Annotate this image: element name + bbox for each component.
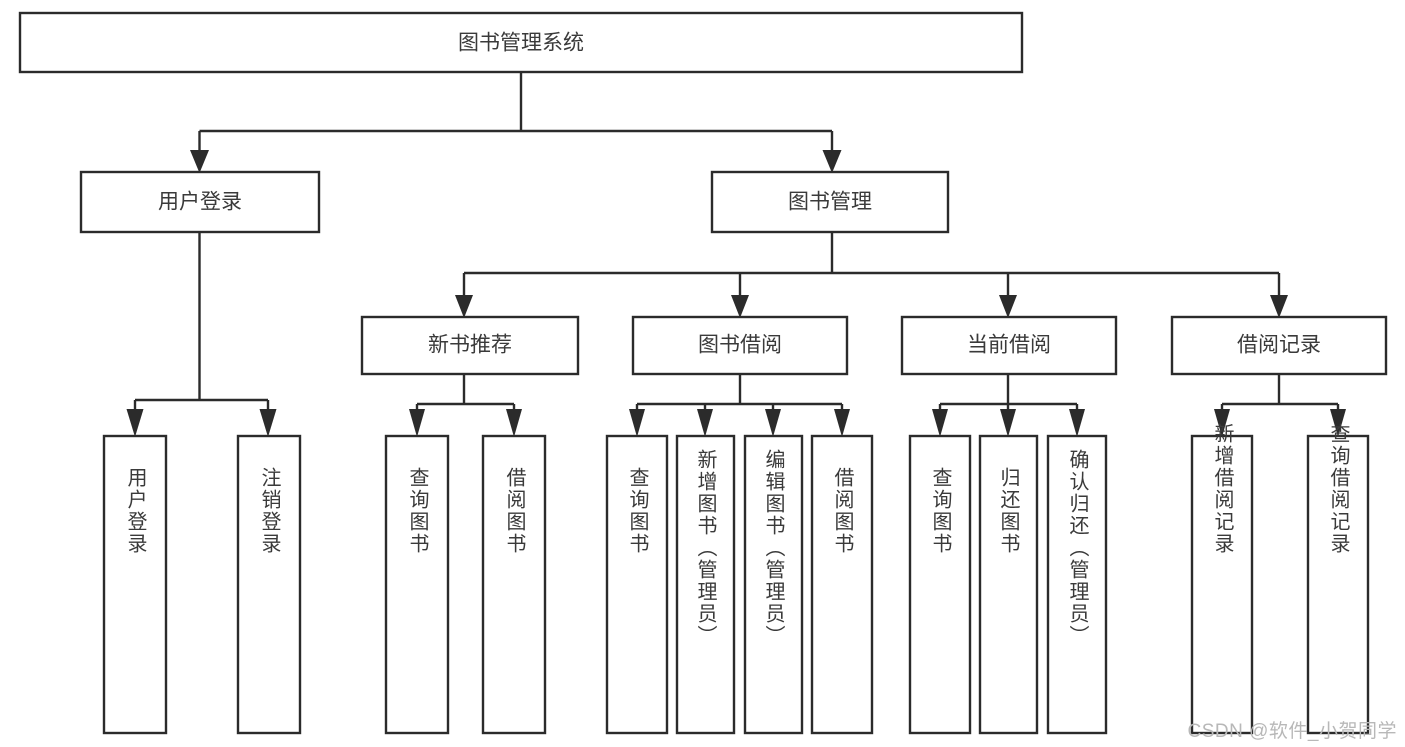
arrowhead-to-borrow (731, 295, 749, 318)
node-leaf-return-book-box[interactable] (978, 434, 1039, 735)
node-borrow-box[interactable] (631, 315, 849, 376)
node-leaf-edit-book-label: 编辑图书（管理员） (762, 449, 785, 647)
arrowhead-leaf-query-record (1330, 409, 1346, 437)
node-leaf-return-book-label: 归还图书 (997, 467, 1020, 555)
node-leaf-query-book-1[interactable]: 查询图书 (384, 434, 450, 735)
node-leaf-query-record-box[interactable] (1306, 434, 1370, 735)
node-leaf-borrow-book-2[interactable]: 借阅图书 (810, 434, 874, 735)
node-leaf-edit-book[interactable]: 编辑图书（管理员） (743, 434, 804, 735)
node-leaf-add-book-label: 新增图书（管理员） (694, 449, 717, 647)
arrowhead-to-login (190, 150, 209, 173)
node-bookmgmt[interactable]: 图书管理 (710, 170, 950, 234)
node-leaf-query-record[interactable]: 查询借阅记录 (1306, 423, 1370, 735)
arrowhead-leaf-edit-book (765, 409, 781, 437)
node-current-label: 当前借阅 (967, 334, 1051, 357)
arrowhead-to-bookmgmt (822, 150, 842, 173)
node-bookmgmt-box[interactable] (710, 170, 950, 234)
node-newbook-label: 新书推荐 (428, 334, 512, 357)
node-login-label: 用户登录 (158, 191, 242, 214)
node-leaf-add-book-box[interactable] (675, 434, 736, 735)
node-leaf-user-login-label: 用户登录 (124, 467, 147, 555)
node-leaf-logout-label: 注销登录 (258, 467, 281, 555)
arrowhead-leaf-logout (259, 409, 277, 437)
node-leaf-borrow-book-1-box[interactable] (481, 434, 547, 735)
node-leaf-borrow-book-2-label: 借阅图书 (831, 467, 854, 555)
node-leaf-confirm-return[interactable]: 确认归还（管理员） (1046, 434, 1108, 735)
arrowhead-to-current (999, 295, 1017, 318)
arrowhead-to-records (1270, 295, 1288, 318)
node-leaf-borrow-book-1-label: 借阅图书 (503, 467, 526, 555)
node-records-label: 借阅记录 (1237, 334, 1321, 357)
node-leaf-edit-book-box[interactable] (743, 434, 804, 735)
node-newbook-box[interactable] (360, 315, 580, 376)
node-leaf-add-record-box[interactable] (1190, 434, 1254, 735)
arrowhead-leaf-add-book (697, 409, 713, 437)
node-records[interactable]: 借阅记录 (1170, 315, 1388, 376)
node-login-box[interactable] (79, 170, 321, 234)
node-leaf-query-book-1-box[interactable] (384, 434, 450, 735)
arrowhead-leaf-add-record (1214, 409, 1230, 437)
node-leaf-query-book-1-label: 查询图书 (406, 467, 429, 555)
node-leaf-logout[interactable]: 注销登录 (236, 434, 302, 735)
arrowhead-layer (126, 150, 1346, 437)
node-leaf-query-book-3-label: 查询图书 (929, 467, 952, 555)
node-leaf-borrow-book-1[interactable]: 借阅图书 (481, 434, 547, 735)
node-borrow-label: 图书借阅 (698, 334, 782, 357)
node-root-label: 图书管理系统 (458, 32, 584, 55)
arrowhead-leaf-query-book-3 (932, 409, 948, 437)
node-leaf-logout-box[interactable] (236, 434, 302, 735)
node-leaf-query-book-2[interactable]: 查询图书 (605, 434, 669, 735)
node-leaf-confirm-return-label: 确认归还（管理员） (1066, 449, 1089, 647)
node-leaf-add-record[interactable]: 新增借阅记录 (1190, 423, 1254, 735)
node-newbook[interactable]: 新书推荐 (360, 315, 580, 376)
node-records-box[interactable] (1170, 315, 1388, 376)
node-leaf-query-record-label: 查询借阅记录 (1327, 423, 1350, 555)
node-leaf-query-book-2-box[interactable] (605, 434, 669, 735)
node-login[interactable]: 用户登录 (79, 170, 321, 234)
node-root-box[interactable] (18, 11, 1024, 74)
node-leaf-borrow-book-2-box[interactable] (810, 434, 874, 735)
arrowhead-leaf-query-book-2 (629, 409, 645, 437)
node-leaf-query-book-2-label: 查询图书 (626, 467, 649, 555)
node-leaf-add-record-label: 新增借阅记录 (1211, 423, 1234, 555)
arrowhead-leaf-user-login (126, 409, 144, 437)
node-current[interactable]: 当前借阅 (900, 315, 1118, 376)
arrowhead-leaf-return-book (1000, 409, 1016, 437)
node-leaf-query-book-3[interactable]: 查询图书 (908, 434, 972, 735)
arrowhead-leaf-borrow-book-2 (834, 409, 850, 437)
node-leaf-query-book-3-box[interactable] (908, 434, 972, 735)
arrowhead-leaf-confirm-return (1069, 409, 1085, 437)
node-leaf-add-book[interactable]: 新增图书（管理员） (675, 434, 736, 735)
node-leaf-user-login[interactable]: 用户登录 (102, 434, 168, 735)
node-borrow[interactable]: 图书借阅 (631, 315, 849, 376)
arrowhead-to-newbook (455, 295, 473, 318)
node-bookmgmt-label: 图书管理 (788, 191, 872, 214)
node-leaf-user-login-box[interactable] (102, 434, 168, 735)
node-root[interactable]: 图书管理系统 (18, 11, 1024, 74)
arrowhead-leaf-query-book-1 (409, 409, 425, 437)
node-leaf-confirm-return-box[interactable] (1046, 434, 1108, 735)
arrowhead-leaf-borrow-book-1 (506, 409, 522, 437)
node-leaf-return-book[interactable]: 归还图书 (978, 434, 1039, 735)
node-current-box[interactable] (900, 315, 1118, 376)
